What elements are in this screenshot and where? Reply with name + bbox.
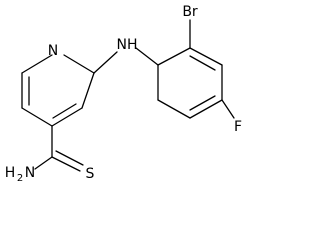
bond: [21, 54, 53, 74]
bond: [157, 99, 191, 119]
bromine-label: Br: [182, 4, 198, 20]
structure-canvas: N NH Br F H 2 N S: [5, 4, 242, 184]
bond: [52, 103, 77, 119]
bond: [135, 47, 159, 66]
bond: [63, 54, 95, 74]
bond: [55, 150, 84, 166]
pyridine-nitrogen-label: N: [48, 43, 58, 59]
bond: [189, 47, 223, 66]
bond: [21, 107, 53, 127]
bond: [51, 107, 83, 127]
bond: [51, 156, 81, 172]
bond: [189, 95, 216, 111]
amide-subscript-label: 2: [17, 173, 23, 184]
bond: [189, 55, 216, 71]
fluorine-label: F: [234, 119, 242, 135]
bond: [93, 51, 118, 74]
pyridine-ring: [21, 54, 95, 127]
amine-nh-label: NH: [117, 37, 138, 53]
benzene-ring: [157, 47, 223, 119]
bond: [221, 99, 235, 119]
bond: [189, 99, 223, 119]
bond: [81, 72, 95, 109]
bond: [157, 47, 191, 66]
amide-h-label: H: [5, 165, 16, 181]
amide-n-label: N: [25, 165, 35, 181]
bond: [34, 156, 53, 170]
molecule-structure: N NH Br F H 2 N S: [5, 4, 242, 184]
sulfur-label: S: [86, 166, 95, 182]
